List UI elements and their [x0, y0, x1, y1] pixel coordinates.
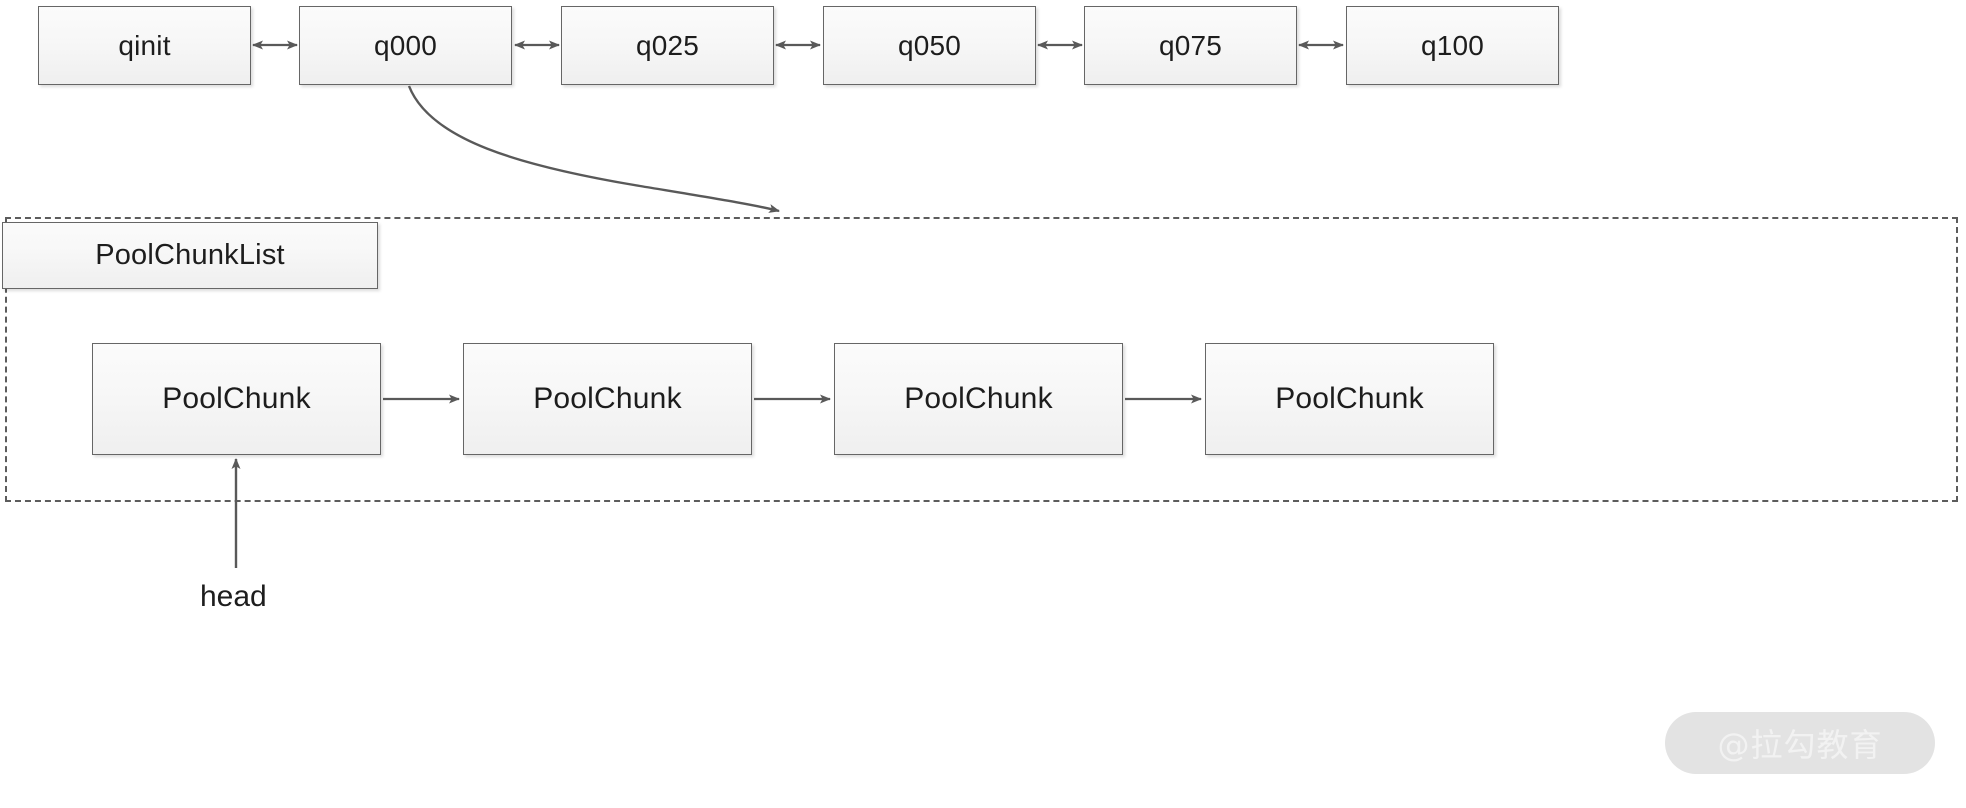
pool-chunk-node-3[interactable]: PoolChunk: [834, 343, 1123, 455]
queue-node-label: q075: [1158, 29, 1223, 61]
queue-node-q025[interactable]: q025: [561, 6, 774, 85]
queue-node-label: q025: [635, 29, 700, 61]
queue-node-q100[interactable]: q100: [1346, 6, 1559, 85]
pool-chunk-label: PoolChunk: [162, 382, 311, 415]
pool-chunk-label: PoolChunk: [904, 382, 1053, 415]
watermark-text: @拉勾教育: [1717, 726, 1883, 764]
queue-node-label: q100: [1420, 29, 1485, 61]
queue-node-label: q050: [897, 29, 962, 61]
head-pointer-label: head: [200, 580, 267, 613]
queue-node-qinit[interactable]: qinit: [38, 6, 251, 85]
pool-chunk-list-title-label: PoolChunkList: [95, 239, 285, 271]
pool-chunk-list-container: [5, 217, 1958, 502]
pool-chunk-list-title-box[interactable]: PoolChunkList: [2, 222, 378, 289]
pool-chunk-label: PoolChunk: [533, 382, 682, 415]
q000-to-pool-chunk-list-arrow: [407, 85, 780, 213]
pool-chunk-node-2[interactable]: PoolChunk: [463, 343, 752, 455]
pool-chunk-label: PoolChunk: [1275, 382, 1424, 415]
queue-node-label: qinit: [118, 29, 171, 61]
queue-node-label: q000: [373, 29, 438, 61]
queue-node-q000[interactable]: q000: [299, 6, 512, 85]
watermark-badge: @拉勾教育: [1665, 712, 1935, 774]
pool-chunk-node-1[interactable]: PoolChunk: [92, 343, 381, 455]
pool-chunk-node-4[interactable]: PoolChunk: [1205, 343, 1494, 455]
queue-node-q075[interactable]: q075: [1084, 6, 1297, 85]
queue-node-q050[interactable]: q050: [823, 6, 1036, 85]
